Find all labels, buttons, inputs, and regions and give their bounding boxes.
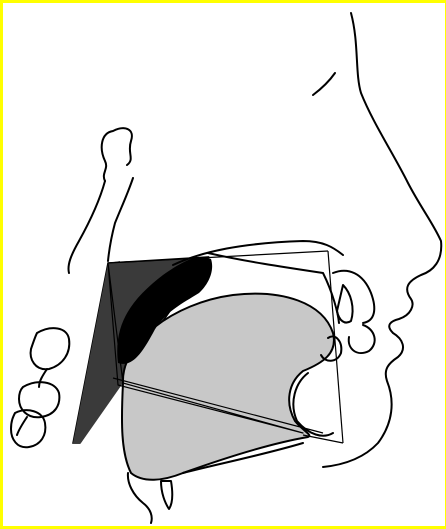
hyoid-drop	[161, 481, 172, 509]
upper-teeth	[337, 285, 353, 323]
lower-lip	[349, 325, 375, 353]
neck-back-1	[68, 181, 105, 273]
anatomy-drawing	[3, 3, 445, 526]
eye-mark	[313, 73, 335, 95]
neck-back-2	[108, 178, 133, 261]
spine-line	[17, 369, 47, 435]
line-top	[108, 251, 328, 263]
ear-outline	[102, 128, 132, 181]
face-profile	[323, 13, 441, 467]
vertebra-1	[31, 328, 70, 369]
